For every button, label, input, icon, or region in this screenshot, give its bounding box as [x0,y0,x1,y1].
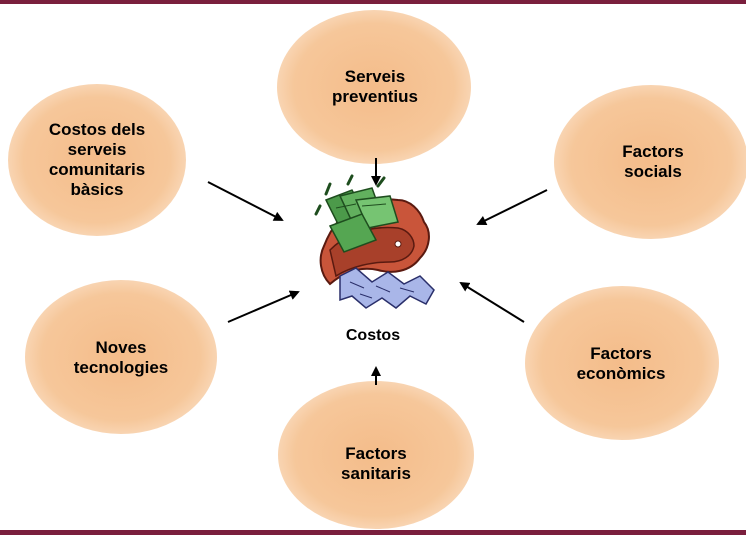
ellipse-factors-socials [554,85,746,239]
bottom-border-bar [0,530,746,535]
label-costos-serveis-comunitaris: Costos dels serveis comunitaris bàsics [48,120,146,199]
ellipse-costos-serveis-comunitaris [8,84,186,236]
ellipse-serveis-preventius [277,10,471,164]
arrow-from-factors-economics [459,281,525,323]
ellipse-factors-sanitaris [278,381,474,529]
label-factors-sanitaris: Factors sanitaris [341,444,411,483]
top-border-bar [0,0,746,4]
label-factors-socials: Factors socials [622,142,684,181]
ellipse-noves-tecnologies [25,280,217,434]
arrow-from-noves-tecnologies [227,290,300,323]
ellipse-factors-economics [525,286,719,440]
center-label-costos: Costos [345,327,401,344]
label-noves-tecnologies: Noves tecnologies [73,338,169,377]
label-serveis-preventius: Serveis preventius [332,67,418,106]
arrow-from-costos-serveis-comunitaris [207,181,284,221]
money-wallet-icon [314,174,435,309]
label-factors-economics: Factors econòmics [576,344,666,383]
arrow-from-factors-socials [476,189,548,225]
